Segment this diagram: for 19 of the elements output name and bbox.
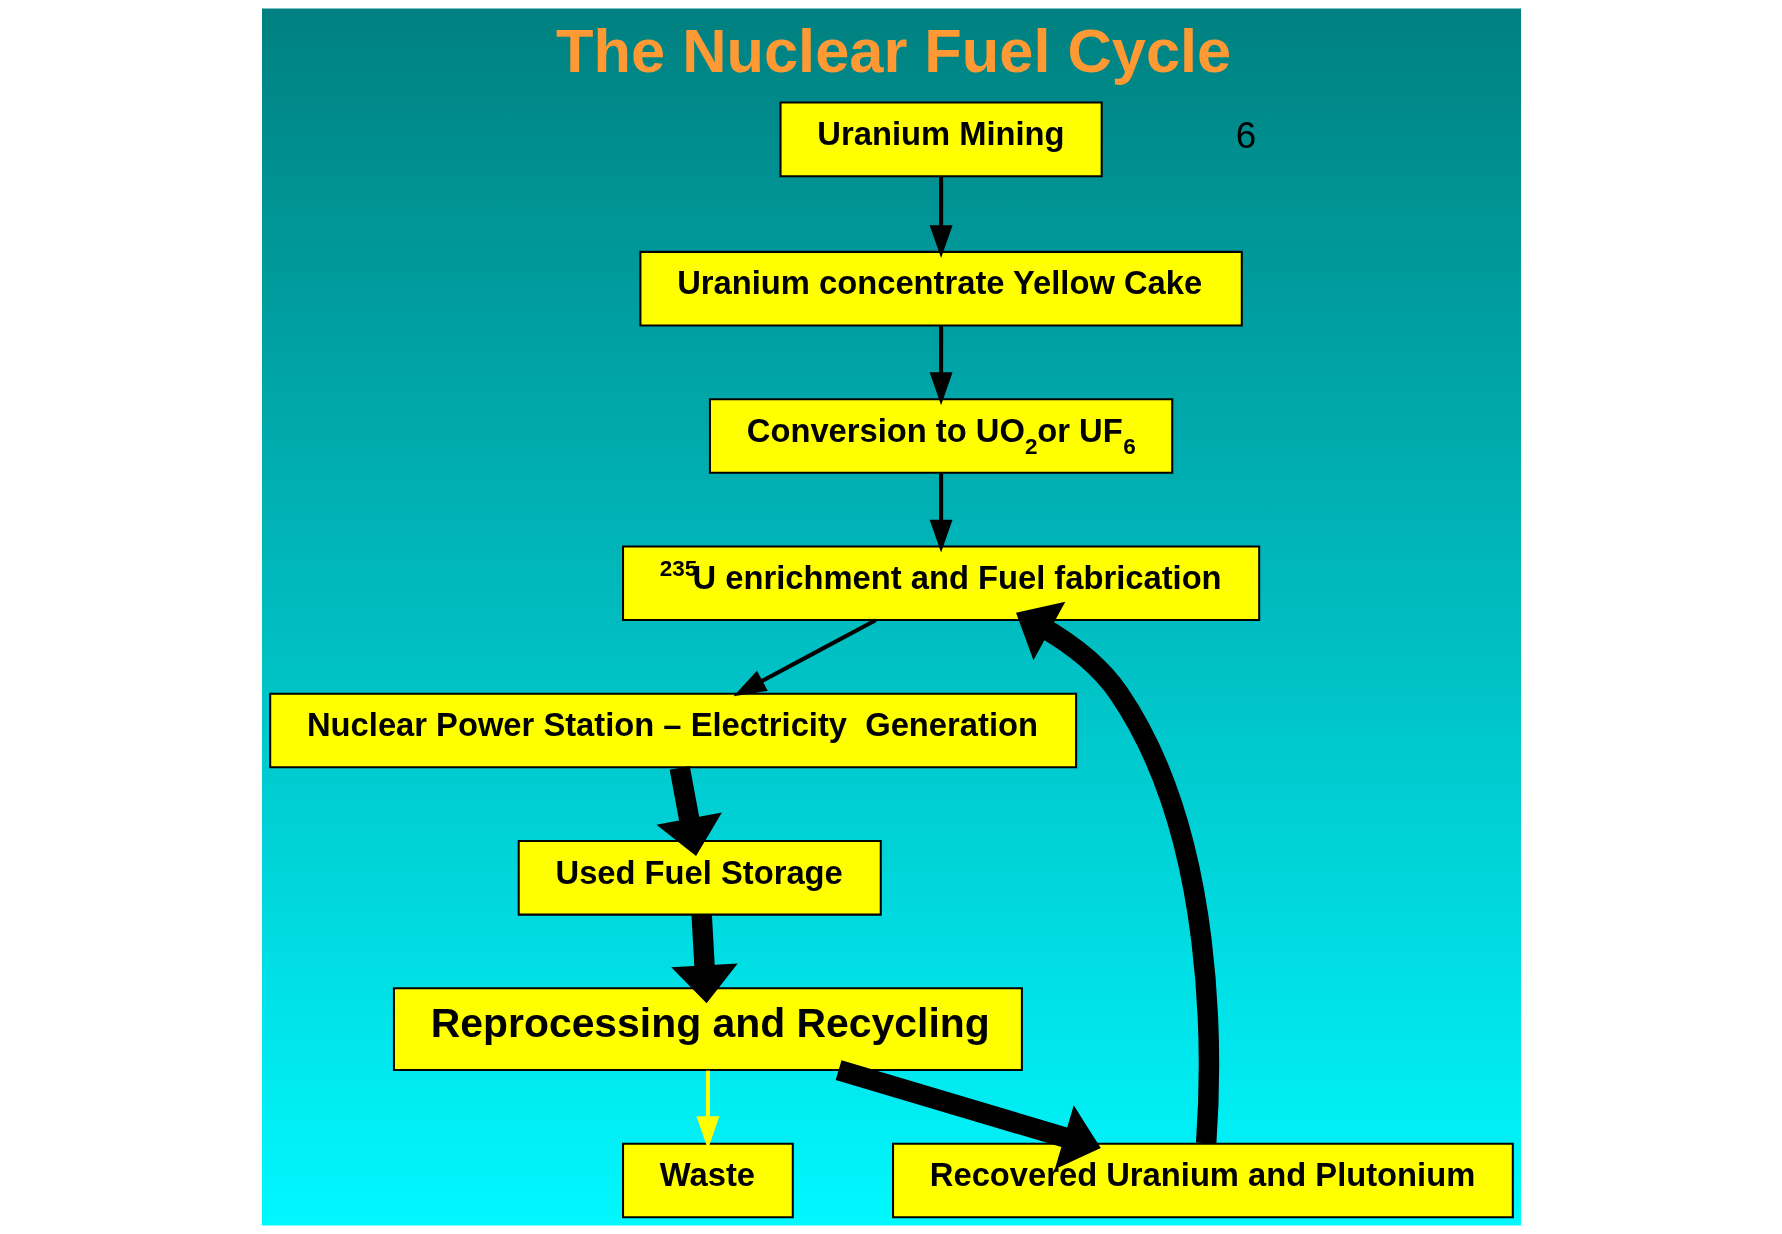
node-box: Conversion to UO$_{2}$or UF$_{6}$ [708, 398, 1173, 474]
arrow [929, 176, 953, 258]
node-box: Recovered Uranium and Plutonium [891, 1142, 1514, 1219]
node-box: Uranium concentrate Yellow Cake [638, 250, 1243, 327]
arrow [670, 914, 738, 1004]
arrow [929, 473, 953, 553]
arrow [929, 326, 953, 406]
arrow [835, 1060, 1101, 1170]
arrow [733, 618, 876, 697]
arrow [655, 766, 722, 857]
node-box: Used Fuel Storage [517, 839, 882, 916]
node-box: Nuclear Power Station – Electricity Generation [268, 692, 1077, 769]
arrow [1015, 601, 1219, 1144]
node-box: Waste [621, 1142, 794, 1219]
node-box: Uranium Mining [779, 101, 1103, 178]
label: 6 [1235, 115, 1256, 157]
diagram-title: The Nuclear Fuel Cycle [555, 15, 1231, 85]
node-box: $^{235}$U enrichment and Fuel fabrication [621, 545, 1260, 622]
node-box: Reprocessing and Recycling [392, 987, 1023, 1072]
